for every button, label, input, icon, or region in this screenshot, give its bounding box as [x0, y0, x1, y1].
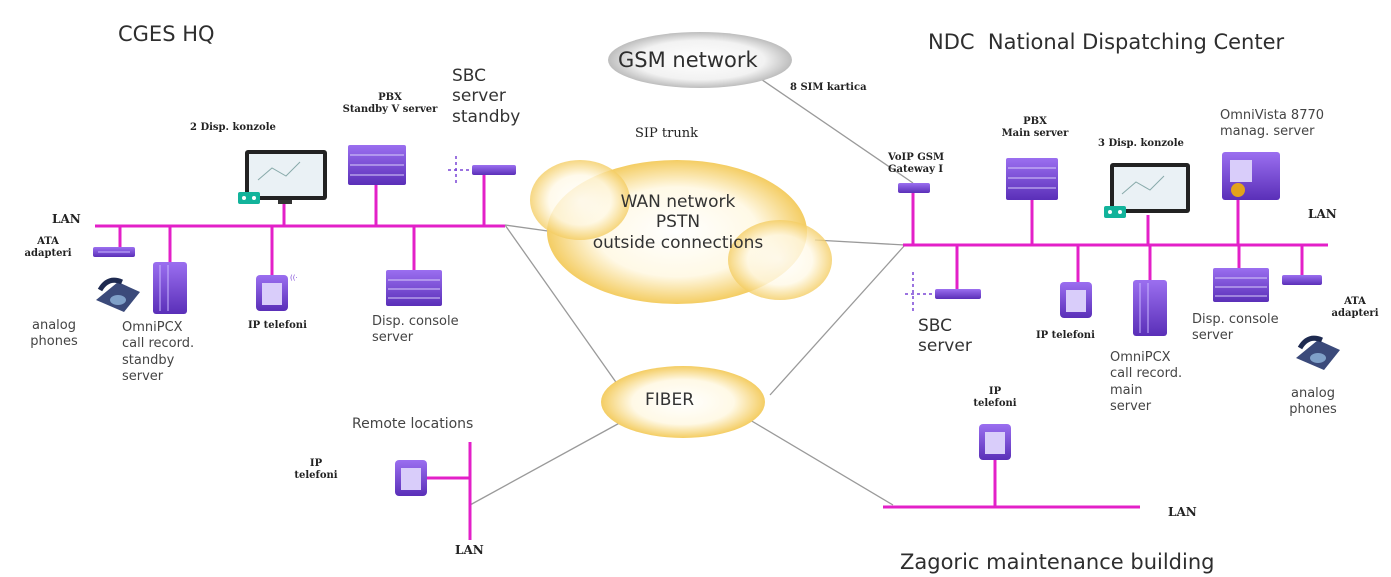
zagoric-lan-label: LAN	[1168, 505, 1197, 519]
ndc-omnivista-server-icon	[1222, 152, 1280, 200]
hq-analog-phones-label: analog phones	[30, 318, 78, 350]
ndc-analog-phone-icon	[1296, 335, 1340, 370]
ndc-ip-phones-label: IP telefoni	[1036, 330, 1095, 341]
fiber-label: FIBER	[645, 390, 695, 410]
svg-text:((·: ((·	[290, 274, 298, 282]
zagoric-ip-phones-label: IP telefoni	[973, 386, 1017, 409]
sim-count-label: 8 SIM kartica	[790, 82, 867, 93]
ndc-disp-console-server-icon	[1213, 268, 1269, 302]
ndc-omnivista-label: OmniVista 8770 manag. server	[1220, 108, 1325, 140]
hq-ip-phones-label: IP telefoni	[248, 320, 307, 331]
hq-omnipcx-label: OmniPCX call record. standby server	[122, 320, 195, 384]
ndc-ata-label: ATA adapteri	[1331, 296, 1379, 319]
hq-disp-consoles-label: 2 Disp. konzole	[190, 122, 276, 133]
remote-locations-label: Remote locations	[352, 416, 474, 432]
hq-disp-console-server-icon	[386, 270, 442, 306]
ndc-omnipcx-label: OmniPCX call record. main server	[1110, 350, 1183, 414]
ndc-pbx-label: PBX Main server	[1001, 116, 1069, 139]
site-title-cges-hq: CGES HQ	[118, 22, 215, 46]
lan-lines	[95, 175, 1328, 540]
gsm-network-label: GSM network	[618, 48, 758, 72]
hq-analog-phone-icon	[96, 277, 140, 312]
wan-network-label: WAN network PSTN outside connections	[592, 192, 764, 253]
remote-ip-phone-icon	[395, 460, 427, 496]
hq-pbx-server-icon	[348, 145, 406, 185]
zagoric-ip-phone-icon	[979, 424, 1011, 460]
site-title-ndc: NDC National Dispatching Center	[928, 30, 1285, 54]
hq-disp-console-server-label: Disp. console server	[372, 314, 459, 346]
gsm-cloud	[608, 32, 792, 88]
remote-ip-phones-label: IP telefoni	[294, 458, 338, 481]
hq-sbc-label: SBC server standby	[452, 66, 521, 127]
hq-omnipcx-server-icon	[153, 262, 187, 314]
ndc-disp-console-server-label: Disp. console server	[1192, 312, 1279, 344]
hq-lan-label: LAN	[52, 212, 81, 226]
hq-sbc-device-icon	[448, 156, 516, 184]
hq-ip-phone-icon: ((·	[256, 274, 298, 311]
ndc-voip-gateway-label: VoIP GSM Gateway I	[888, 152, 945, 175]
wan-links	[469, 74, 914, 506]
hq-ata-adapter-icon	[93, 247, 135, 257]
ndc-voip-gsm-gateway-icon	[898, 183, 930, 193]
ndc-sbc-label: SBC server	[918, 316, 972, 357]
ndc-ata-adapter-icon	[1282, 275, 1322, 285]
wan-cloud	[530, 160, 832, 304]
ndc-omnipcx-server-icon	[1133, 280, 1167, 336]
ndc-ip-phone-icon	[1060, 282, 1092, 318]
hq-pbx-label: PBX Standby V server	[342, 92, 438, 115]
ndc-disp-consoles-label: 3 Disp. konzole	[1098, 138, 1184, 149]
hq-ata-label: ATA adapteri	[24, 236, 72, 259]
fiber-cloud	[601, 366, 765, 438]
ndc-analog-phones-label: analog phones	[1289, 386, 1337, 418]
site-title-zagoric: Zagoric maintenance building	[900, 550, 1215, 574]
ndc-pbx-server-icon	[1006, 158, 1058, 200]
hq-disp-console-monitor-icon	[238, 150, 327, 204]
remote-lan-label: LAN	[455, 543, 484, 557]
sip-trunk-label: SIP trunk	[635, 126, 698, 141]
ndc-disp-console-monitor-icon	[1104, 163, 1190, 218]
ndc-sbc-device-icon	[905, 272, 981, 312]
ndc-lan-label: LAN	[1308, 207, 1337, 221]
